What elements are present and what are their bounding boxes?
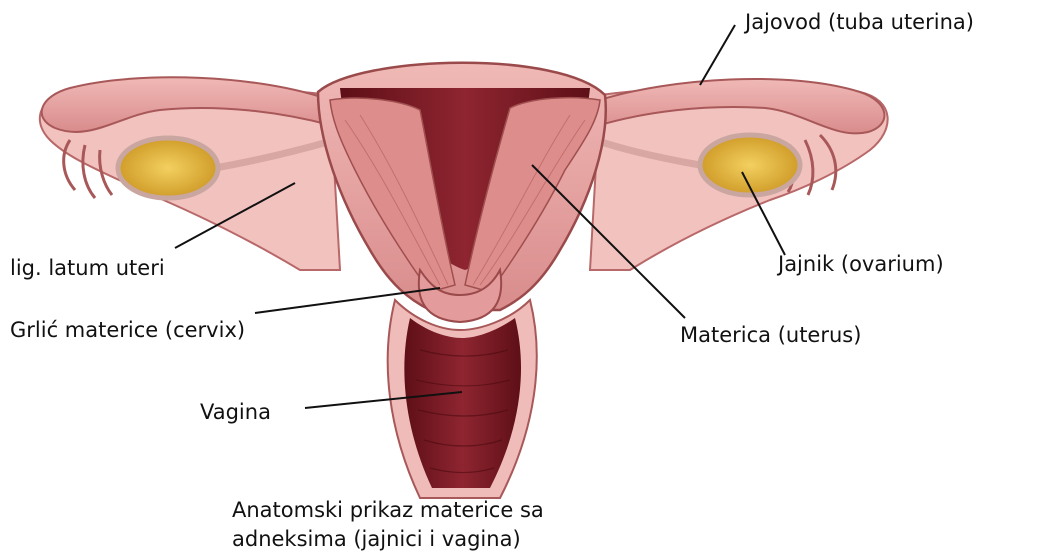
label-cervix: Grlić materice (cervix) — [10, 318, 245, 342]
ovary-left — [118, 138, 218, 198]
caption-line-2: adneksima (jajnici i vagina) — [232, 525, 544, 554]
caption-line-1: Anatomski prikaz materice sa — [232, 496, 544, 525]
label-uterus: Materica (uterus) — [680, 323, 861, 347]
label-tuba: Jajovod (tuba uterina) — [745, 10, 974, 34]
label-ligament: lig. latum uteri — [10, 256, 165, 280]
leader-tuba — [700, 25, 735, 85]
label-vagina: Vagina — [200, 400, 271, 424]
label-ovarium: Jajnik (ovarium) — [778, 252, 944, 276]
diagram-caption: Anatomski prikaz materice sa adneksima (… — [232, 496, 544, 554]
